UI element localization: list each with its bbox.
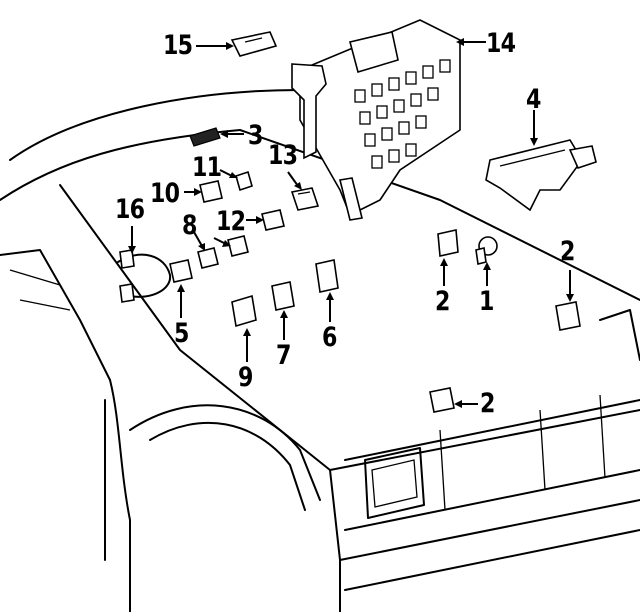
- callout-11: 11: [192, 152, 222, 183]
- leader-arrows: [128, 38, 574, 408]
- part-2-right-socket: [555, 301, 581, 331]
- callout-2-upper: 2: [435, 286, 450, 317]
- truck-body: [0, 89, 640, 612]
- part-3-lamp: [189, 127, 221, 147]
- part-5-switch: [169, 259, 193, 283]
- callout-14: 14: [486, 28, 516, 59]
- callout-6: 6: [322, 322, 337, 353]
- callout-10: 10: [150, 178, 180, 209]
- part-8-switch: [231, 294, 257, 328]
- callout-12: 12: [216, 206, 246, 237]
- part-4-housing: [485, 139, 597, 212]
- callout-7: 7: [276, 340, 291, 371]
- callout-2-lower: 2: [480, 388, 495, 419]
- callout-16: 16: [115, 194, 145, 225]
- part-1-bulb: [475, 236, 498, 265]
- part-15-relay: [230, 31, 278, 57]
- callout-13: 13: [268, 140, 298, 171]
- callout-5: 5: [174, 318, 189, 349]
- part-2-upper-socket: [437, 229, 459, 257]
- part-9-connector: [197, 235, 249, 269]
- part-11-socket: [235, 170, 253, 192]
- part-6-switch: [315, 259, 339, 293]
- callout-4: 4: [526, 84, 541, 115]
- part-10-connector: [199, 180, 223, 203]
- callout-8: 9: [238, 362, 253, 393]
- callout-3: 3: [248, 120, 263, 151]
- part-12-connector: [261, 209, 285, 231]
- callout-1: 1: [479, 286, 494, 317]
- callout-15: 15: [163, 30, 193, 61]
- part-14-fuse-block: [291, 19, 461, 221]
- part-2-lower-socket: [429, 387, 455, 413]
- part-16-harness: [117, 249, 172, 303]
- callout-2-right: 2: [560, 236, 575, 267]
- part-7-switch: [271, 281, 295, 311]
- part-13-socket: [290, 187, 320, 211]
- callout-9: 8: [182, 210, 197, 241]
